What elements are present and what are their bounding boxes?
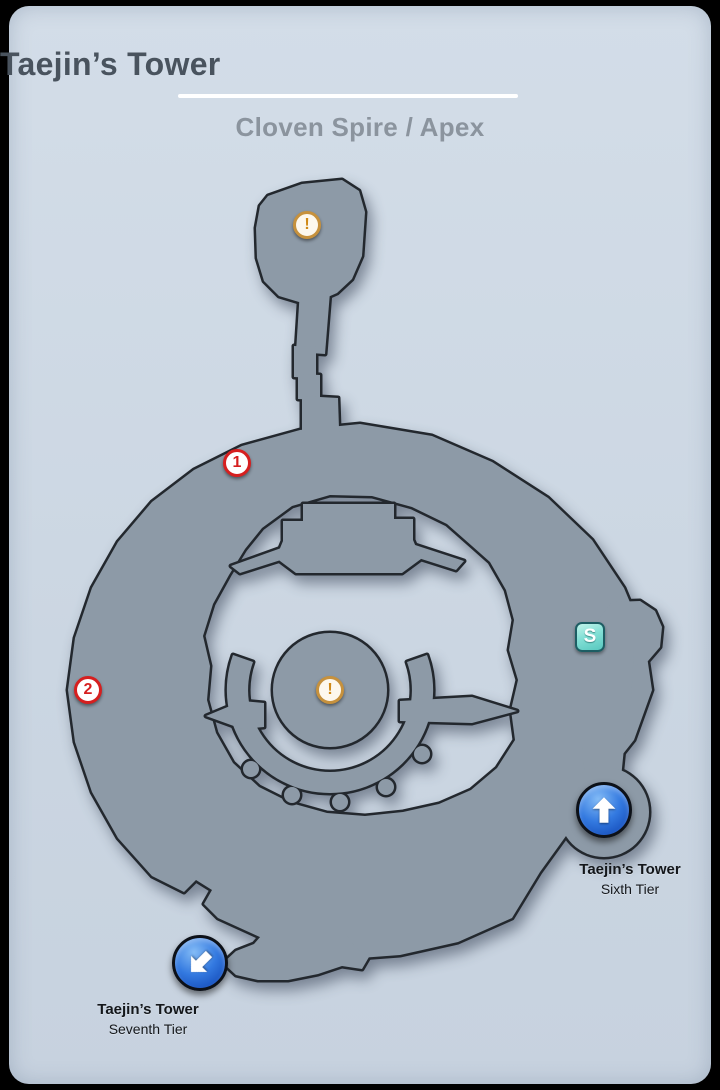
marker-1-label: 1 xyxy=(232,454,242,471)
header-divider xyxy=(178,94,518,98)
page-subtitle: Cloven Spire / Apex xyxy=(235,112,485,142)
exit-up-icon xyxy=(576,782,632,838)
map-marker-1: 1 xyxy=(223,449,251,477)
arrow-up-icon xyxy=(592,797,616,823)
map-marker-2: 2 xyxy=(74,676,102,704)
page-title: Taejin’s Tower xyxy=(0,46,221,82)
exit-title: Taejin’s Tower xyxy=(579,861,681,878)
exit-title: Taejin’s Tower xyxy=(97,1001,199,1018)
exit-subtitle: Sixth Tier xyxy=(600,880,660,897)
map-inner-structure xyxy=(206,504,517,810)
poi-marker-center: ! xyxy=(316,676,344,704)
exit-label-sixth-tier: Taejin’s Tower Sixth Tier xyxy=(538,860,720,898)
save-station-glyph: S xyxy=(583,626,597,647)
exit-subtitle: Seventh Tier xyxy=(108,1020,188,1037)
exclamation-icon: ! xyxy=(304,216,310,233)
exit-down-left-icon xyxy=(172,935,228,991)
marker-2-label: 2 xyxy=(83,681,93,698)
poi-marker-upper: ! xyxy=(293,211,321,239)
exit-label-seventh-tier: Taejin’s Tower Seventh Tier xyxy=(56,1000,240,1038)
save-station-icon: S xyxy=(575,622,605,652)
exclamation-icon: ! xyxy=(327,681,333,698)
arrow-down-left-icon xyxy=(191,950,213,972)
